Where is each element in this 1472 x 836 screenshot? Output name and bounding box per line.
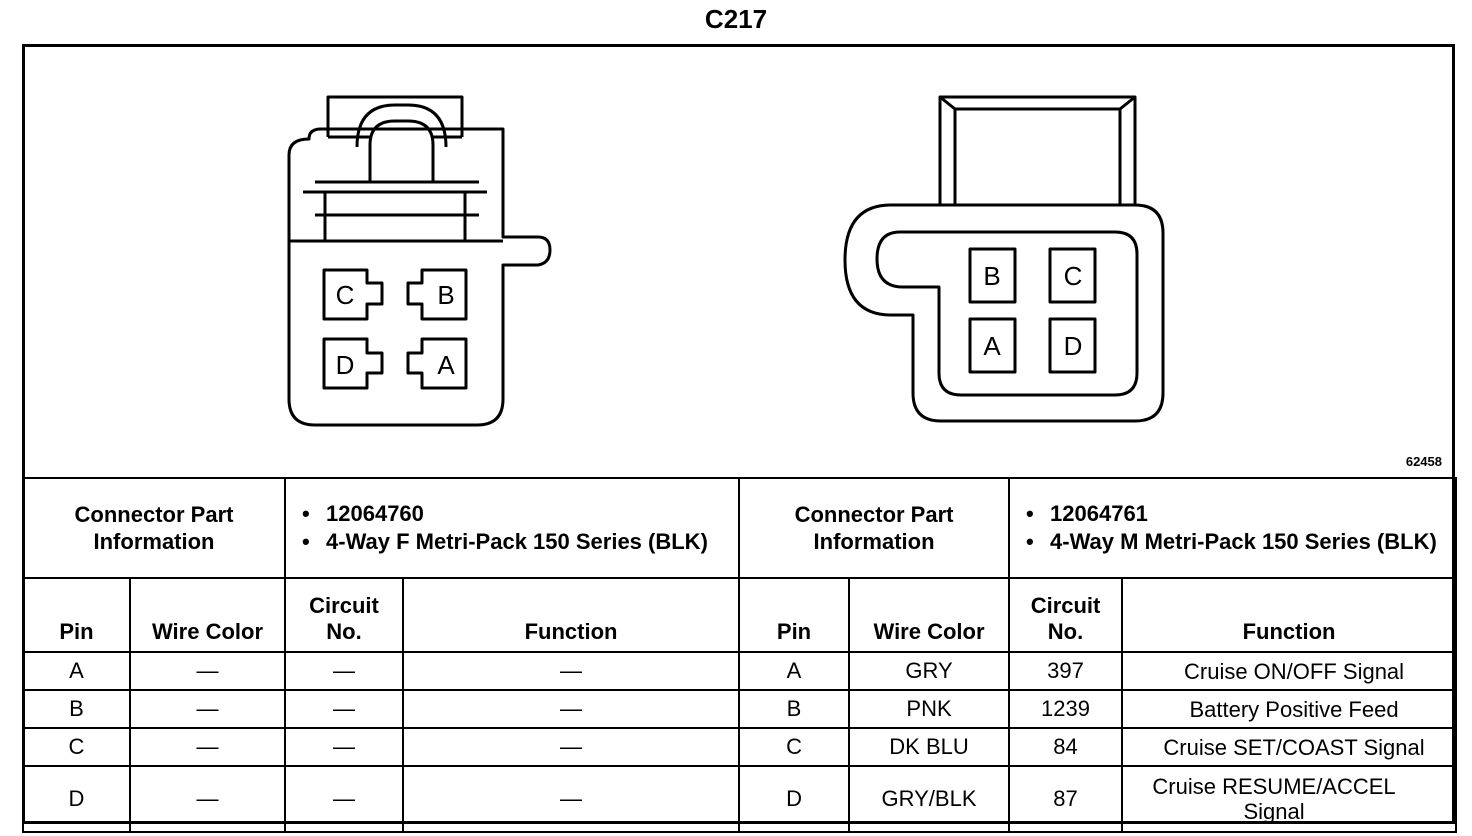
col-header-function: Function — [402, 577, 741, 653]
left-pin-label-a: A — [437, 350, 455, 380]
wire-color-cell: — — [128, 651, 287, 691]
col-header-circuit-right: Circuit No. — [1008, 577, 1124, 653]
function-cell: Battery Positive Feed — [1121, 689, 1458, 729]
pin-cell: B — [738, 689, 851, 729]
table-row: C — — — C DK BLU 84 Cruise SET/COAST Sig… — [22, 727, 1458, 767]
function-cell: — — [402, 765, 741, 833]
connector-title: C217 — [704, 4, 768, 34]
connector-drawing: C B D A B C A D — [287, 95, 1165, 427]
function-cell: Cruise RESUME/ACCEL Signal — [1121, 765, 1458, 833]
right-part-number: 12064761 — [1026, 500, 1455, 528]
table-row: B — — — B PNK 1239 Battery Positive Feed — [22, 689, 1458, 729]
circuit-cell: — — [284, 651, 405, 691]
pin-cell: A — [22, 651, 131, 691]
wire-color-cell: GRY/BLK — [848, 765, 1011, 833]
col-header-wire-color-right: Wire Color — [848, 577, 1011, 653]
right-pin-label-c: C — [1064, 261, 1083, 291]
table-row: D — — — D GRY/BLK 87 Cruise RESUME/ACCEL… — [22, 765, 1458, 833]
wire-color-cell: — — [128, 765, 287, 833]
figure-number: 62458 — [1405, 454, 1442, 469]
left-pin-label-c: C — [336, 280, 355, 310]
table-row: A — — — A GRY 397 Cruise ON/OFF Signal — [22, 651, 1458, 691]
right-pin-label-a: A — [983, 331, 1001, 361]
circuit-cell: — — [284, 765, 405, 833]
left-part-number: 12064760 — [302, 500, 738, 528]
circuit-cell: — — [284, 689, 405, 729]
circuit-cell: 1239 — [1008, 689, 1124, 729]
wire-color-cell: — — [128, 689, 287, 729]
function-cell: — — [402, 689, 741, 729]
left-connector-face — [287, 95, 552, 427]
pin-cell: C — [738, 727, 851, 767]
wire-color-cell: DK BLU — [848, 727, 1011, 767]
pin-cell: A — [738, 651, 851, 691]
pinout-table: Connector Part Information 12064760 4-Wa… — [21, 477, 1458, 833]
right-connector-info-label: Connector Part Information — [738, 477, 1011, 579]
pin-cell: B — [22, 689, 131, 729]
left-pin-label-d: D — [336, 350, 355, 380]
function-cell: — — [402, 651, 741, 691]
col-header-function-right: Function — [1121, 577, 1458, 653]
left-connector-info-label: Connector Part Information — [21, 477, 287, 579]
pin-cell: D — [738, 765, 851, 833]
right-pin-label-b: B — [983, 261, 1000, 291]
left-pin-label-b: B — [437, 280, 454, 310]
col-header-wire-color: Wire Color — [128, 577, 287, 653]
right-part-info: 12064761 4-Way M Metri-Pack 150 Series (… — [1008, 477, 1458, 579]
col-header-circuit: Circuit No. — [284, 577, 405, 653]
circuit-cell: 397 — [1008, 651, 1124, 691]
right-pin-label-d: D — [1064, 331, 1083, 361]
circuit-cell: 84 — [1008, 727, 1124, 767]
col-header-pin-right: Pin — [738, 577, 851, 653]
circuit-cell: 87 — [1008, 765, 1124, 833]
function-cell: — — [402, 727, 741, 767]
right-part-description: 4-Way M Metri-Pack 150 Series (BLK) — [1026, 528, 1455, 556]
col-header-pin: Pin — [22, 577, 131, 653]
wire-color-cell: PNK — [848, 689, 1011, 729]
right-connector-face — [843, 95, 1165, 423]
wire-color-cell: — — [128, 727, 287, 767]
circuit-cell: — — [284, 727, 405, 767]
pin-cell: C — [22, 727, 131, 767]
function-cell: Cruise SET/COAST Signal — [1121, 727, 1458, 767]
left-part-info: 12064760 4-Way F Metri-Pack 150 Series (… — [284, 477, 741, 579]
left-part-description: 4-Way F Metri-Pack 150 Series (BLK) — [302, 528, 738, 556]
function-cell: Cruise ON/OFF Signal — [1121, 651, 1458, 691]
wire-color-cell: GRY — [848, 651, 1011, 691]
pin-cell: D — [22, 765, 131, 833]
